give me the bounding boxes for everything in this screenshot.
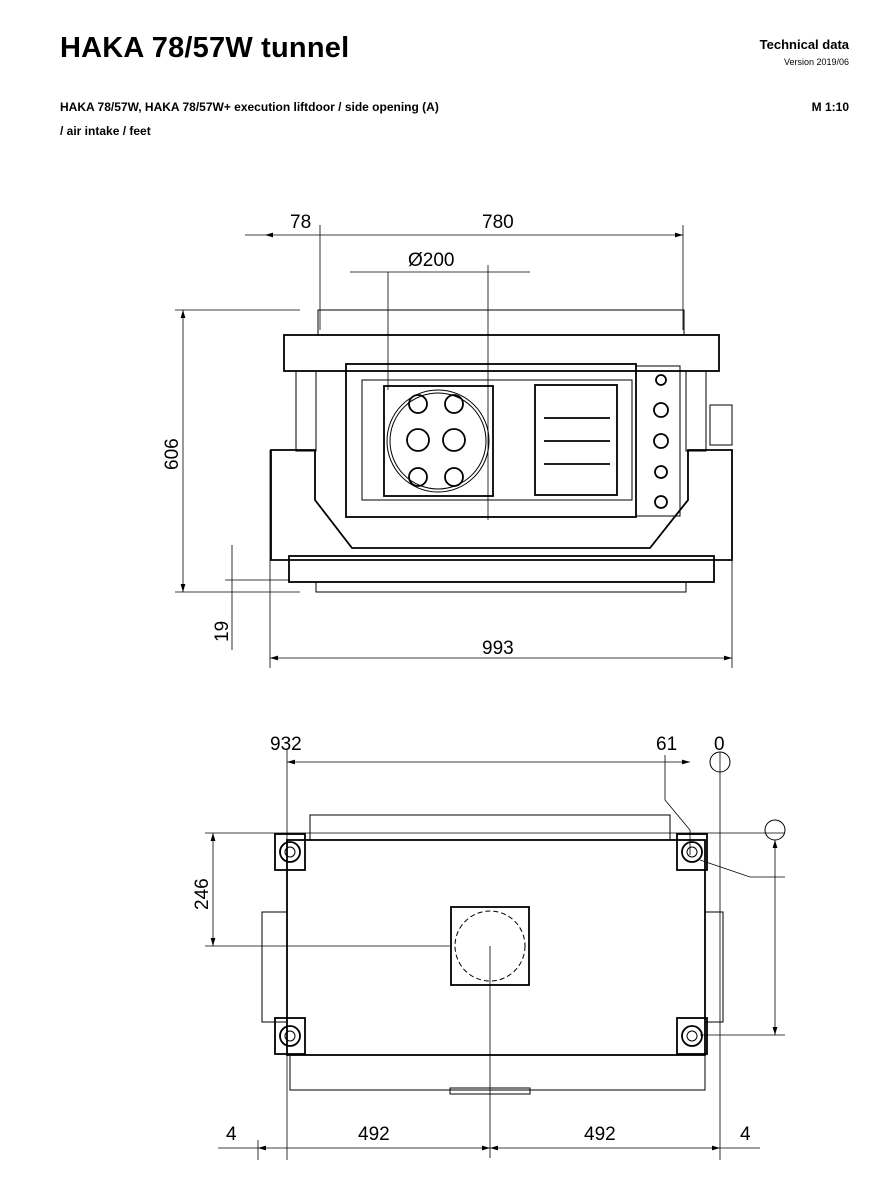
foot-icon bbox=[274, 1017, 306, 1055]
dim-246-label: 246 bbox=[192, 878, 213, 910]
dim-61-label: 61 bbox=[656, 734, 677, 755]
reference-marker-icon bbox=[764, 819, 786, 841]
dim-932-label: 932 bbox=[270, 734, 302, 755]
dim-492-left-label: 492 bbox=[358, 1124, 390, 1145]
dim-19-label: 19 bbox=[212, 621, 233, 642]
front-view: 78 780 Ø200 606 19 993 bbox=[162, 212, 733, 668]
dim-0-label: 0 bbox=[714, 734, 725, 755]
scale-label: M 1:10 bbox=[811, 100, 849, 114]
dim-4-right-label: 4 bbox=[740, 1124, 751, 1145]
foot-icon bbox=[274, 833, 306, 871]
subtitle-line-2: / air intake / feet bbox=[60, 124, 151, 138]
foot-icon bbox=[676, 833, 708, 871]
doc-type-label: Technical data bbox=[759, 37, 849, 52]
dim-993-label: 993 bbox=[482, 638, 514, 659]
dim-4-left-label: 4 bbox=[226, 1124, 237, 1145]
dim-78-label: 78 bbox=[290, 212, 311, 233]
dim-diameter-label: Ø200 bbox=[408, 250, 454, 271]
dim-780-label: 780 bbox=[482, 212, 514, 233]
bottom-view: 932 61 0 246 4 492 492 4 bbox=[192, 734, 786, 1160]
foot-icon bbox=[676, 1017, 708, 1055]
version-label: Version 2019/06 bbox=[783, 57, 849, 67]
dim-606-label: 606 bbox=[162, 438, 183, 470]
dim-492-right-label: 492 bbox=[584, 1124, 616, 1145]
subtitle-line-1: HAKA 78/57W, HAKA 78/57W+ execution lift… bbox=[60, 100, 439, 114]
document-title: HAKA 78/57W tunnel bbox=[60, 32, 350, 64]
